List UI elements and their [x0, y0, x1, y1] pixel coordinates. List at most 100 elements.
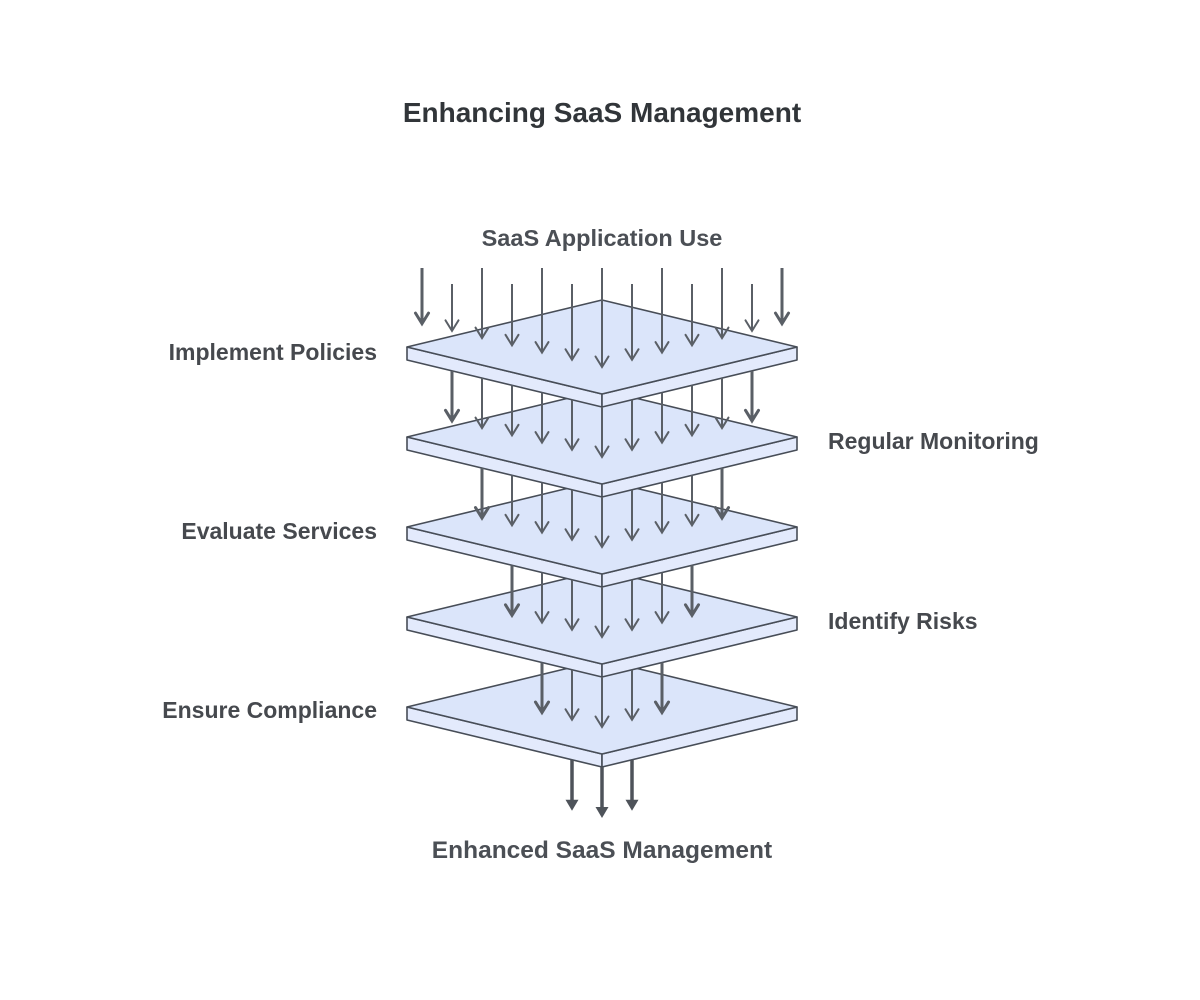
flow-arrow [624, 284, 640, 362]
flow-arrow [714, 468, 730, 521]
flow-arrow [654, 268, 670, 355]
flow-arrow [654, 392, 670, 445]
flow-arrow [534, 392, 550, 445]
arrowhead-icon [534, 700, 550, 716]
flow-arrow [414, 268, 430, 327]
arrowhead-icon [564, 348, 580, 362]
flow-arrow [564, 399, 580, 452]
layer-label-identify-risks: Identify Risks [828, 608, 978, 634]
arrowhead-icon [504, 333, 520, 348]
arrowhead-icon [594, 355, 610, 369]
arrowhead-icon [744, 408, 760, 424]
arrowhead-icon [594, 715, 610, 729]
input-label: SaaS Application Use [482, 225, 723, 251]
flow-arrow [624, 399, 640, 452]
flow-arrow [744, 284, 760, 333]
arrowhead-icon [594, 535, 610, 549]
arrowhead-icon [654, 611, 670, 625]
arrowhead-icon [504, 513, 520, 528]
arrowhead-icon [714, 416, 730, 430]
flow-arrow [684, 475, 700, 528]
flow-arrow [504, 475, 520, 528]
arrowhead-icon [625, 799, 639, 811]
arrowhead-icon [594, 445, 610, 459]
flow-arrow [474, 378, 490, 430]
flow-arrow [594, 587, 610, 639]
arrowhead-icon [444, 319, 460, 333]
flow-arrow [594, 407, 610, 459]
arrowhead-icon [564, 438, 580, 452]
flow-arrow [504, 565, 520, 619]
arrowhead-icon [595, 807, 609, 818]
flow-arrow [474, 468, 490, 521]
arrowhead-icon [744, 319, 760, 333]
flow-arrow [744, 370, 760, 424]
flow-arrow [444, 284, 460, 333]
flow-arrow [624, 579, 640, 632]
flow-arrow [534, 662, 550, 716]
flow-arrow [714, 268, 730, 340]
arrowhead-icon [594, 625, 610, 639]
arrowhead-icon [474, 416, 490, 430]
flow-arrow [504, 284, 520, 348]
arrowhead-icon [714, 506, 730, 521]
arrowhead-icon [654, 341, 670, 355]
arrowhead-icon [534, 521, 550, 535]
arrowhead-icon [624, 528, 640, 542]
flow-arrow [624, 489, 640, 542]
exit-flow-arrow [625, 759, 639, 811]
arrowhead-icon [684, 513, 700, 528]
flow-arrow [534, 572, 550, 625]
arrowhead-icon [654, 521, 670, 535]
layer-label-regular-monitoring: Regular Monitoring [828, 428, 1039, 454]
arrowhead-icon [534, 611, 550, 625]
flow-arrow [534, 268, 550, 355]
arrowhead-icon [684, 333, 700, 348]
flow-arrow [594, 497, 610, 549]
flow-arrow [564, 284, 580, 362]
layer-label-evaluate-services: Evaluate Services [181, 518, 377, 544]
arrowhead-icon [654, 700, 670, 716]
arrowhead-icon [624, 708, 640, 722]
flow-arrow [654, 482, 670, 535]
arrowhead-icon [714, 326, 730, 340]
flow-arrow [594, 268, 610, 369]
arrowhead-icon [534, 341, 550, 355]
exit-flow-arrow [595, 767, 609, 818]
output-label: Enhanced SaaS Management [432, 837, 772, 864]
flow-arrow [474, 268, 490, 340]
diagram-title: Enhancing SaaS Management [403, 97, 801, 128]
arrowhead-icon [684, 423, 700, 438]
arrowhead-icon [564, 528, 580, 542]
arrowhead-icon [504, 603, 520, 619]
flow-arrow [594, 677, 610, 729]
arrows-layer [414, 268, 790, 818]
flow-arrow [654, 572, 670, 625]
flow-arrow [684, 565, 700, 619]
layer-label-implement-policies: Implement Policies [169, 339, 377, 365]
arrowhead-icon [565, 799, 579, 811]
flow-arrow [774, 268, 790, 327]
arrowhead-icon [684, 603, 700, 619]
arrowhead-icon [504, 423, 520, 438]
arrowhead-icon [474, 506, 490, 521]
arrowhead-icon [624, 618, 640, 632]
arrowhead-icon [624, 348, 640, 362]
flow-arrow [714, 378, 730, 430]
arrowhead-icon [534, 431, 550, 445]
layer-label-ensure-compliance: Ensure Compliance [162, 697, 377, 723]
arrowhead-icon [444, 408, 460, 424]
flow-arrow [504, 385, 520, 438]
arrowhead-icon [414, 311, 430, 327]
flow-arrow [564, 669, 580, 722]
arrowhead-icon [564, 708, 580, 722]
arrowhead-icon [624, 438, 640, 452]
flow-arrow [684, 284, 700, 348]
flow-arrow [534, 482, 550, 535]
flow-arrow [654, 662, 670, 716]
flow-arrow [444, 370, 460, 424]
arrowhead-icon [564, 618, 580, 632]
arrowhead-icon [654, 431, 670, 445]
